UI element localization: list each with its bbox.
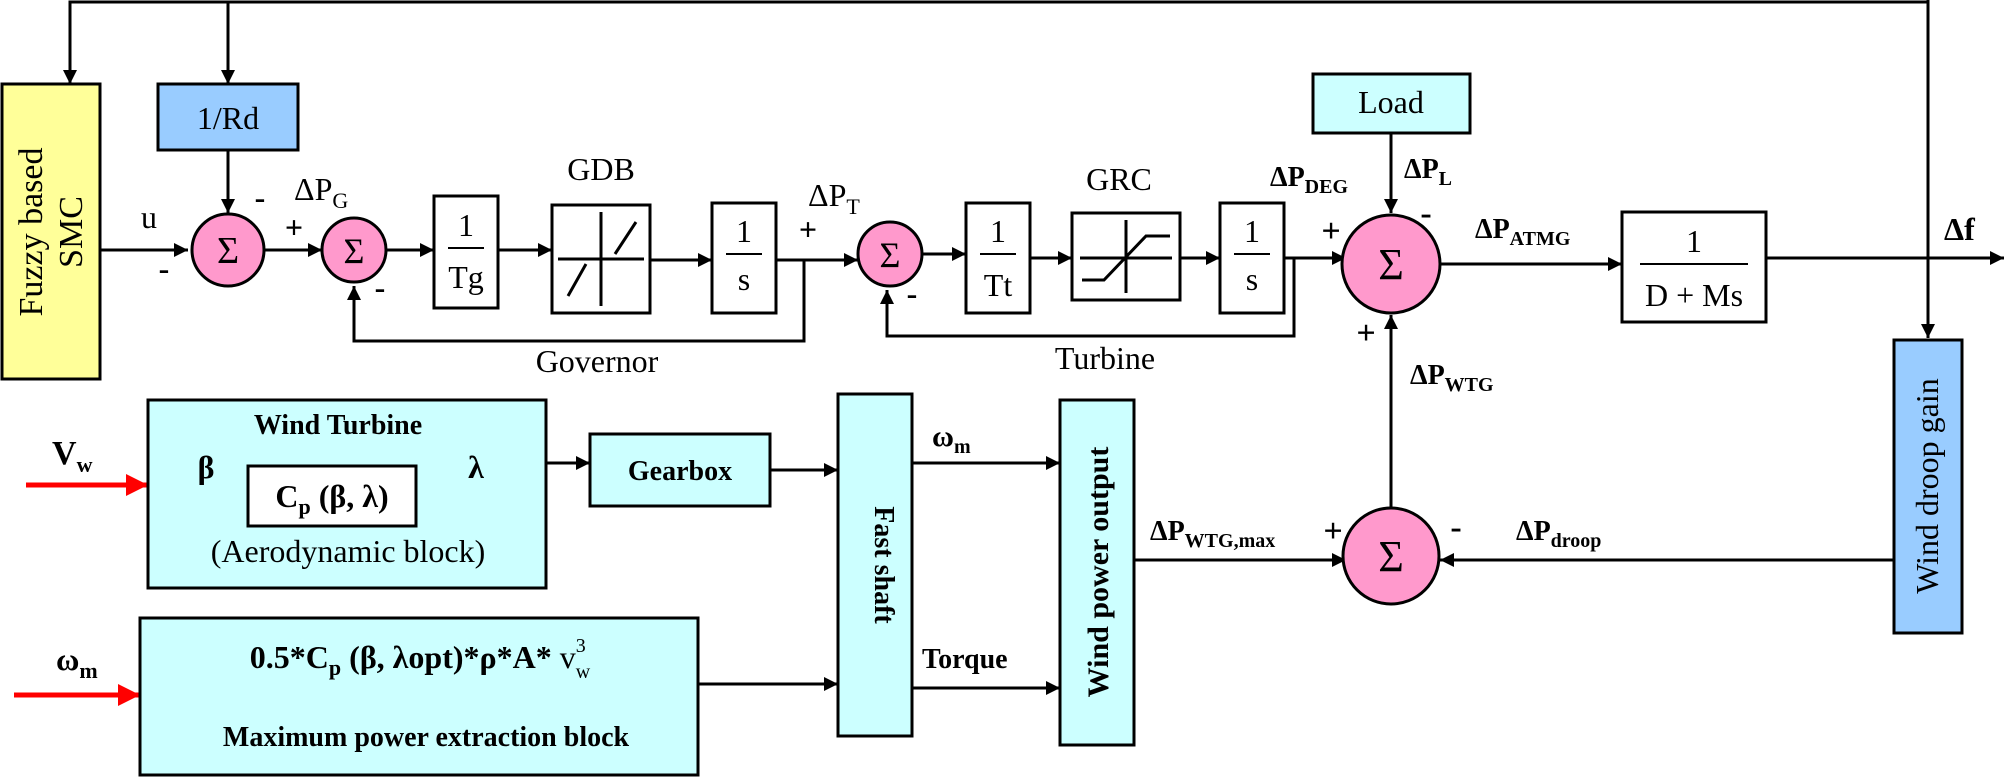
sum2-minus-bottom: - xyxy=(375,269,386,305)
lambda-label: λ xyxy=(468,449,484,485)
sum-junction-5 xyxy=(1341,506,1441,606)
mpe-title: Maximum power extraction block xyxy=(223,722,630,753)
gdb-line-left xyxy=(566,263,588,297)
sum-2-symbol: Σ xyxy=(344,231,365,271)
integrator-2-block xyxy=(1218,201,1286,315)
delta-f-label: Δf xyxy=(1944,211,1975,247)
load-label: Load xyxy=(1358,84,1424,120)
sum5-plus-left: + xyxy=(1323,513,1342,550)
u-label: u xyxy=(141,199,157,235)
vw-label: Vw xyxy=(52,435,93,477)
gov-numerator: 1 xyxy=(458,207,474,243)
delta-pdeg-label: ΔPDEG xyxy=(1270,162,1348,198)
sys-numerator: 1 xyxy=(1686,223,1702,259)
delta-pwtgmax-label: ΔPWTG,max xyxy=(1150,516,1275,552)
sum1-minus-left: - xyxy=(159,250,170,286)
signal-lines xyxy=(63,0,2004,695)
feedback-to-fuzzy xyxy=(63,0,1930,84)
fast-shaft-block xyxy=(836,392,914,738)
governor-tf-block xyxy=(432,194,500,310)
sum3-plus-left: + xyxy=(799,211,817,247)
mpe-block xyxy=(138,616,700,777)
sum4-plus-bottom: + xyxy=(1356,315,1375,352)
sum-junction-1 xyxy=(190,212,266,288)
turbine-tf-block xyxy=(964,201,1032,315)
gearbox-label: Gearbox xyxy=(628,456,732,487)
int2-numerator: 1 xyxy=(1244,213,1260,249)
fast-shaft-label: Fast shaft xyxy=(868,506,899,624)
rd-label: 1/Rd xyxy=(197,100,259,136)
sum5-minus-right: - xyxy=(1450,509,1461,546)
sum-junction-4 xyxy=(1340,213,1442,315)
cp-label: Cp (β, λ) xyxy=(275,478,388,519)
omega-input-label: ωm xyxy=(56,641,98,683)
governor-feedback xyxy=(347,260,806,343)
red-input-arrows xyxy=(14,474,148,706)
fuzzy-label-line2: SMC xyxy=(53,196,90,268)
wind-droop-gain-block xyxy=(1892,338,1964,635)
fuzzy-label-line1: Fuzzy based xyxy=(13,147,50,316)
text-layer: Σ Σ Σ Σ Σ Fuzzy based SMC 1/Rd Load 1 Tg… xyxy=(13,84,1975,753)
sum1-minus-top: - xyxy=(255,179,266,215)
summing-junctions xyxy=(190,212,1442,606)
gearbox-block xyxy=(588,432,772,508)
tur-denominator: Tt xyxy=(984,267,1013,303)
cp-block xyxy=(246,464,418,528)
delta-pg-label: ΔPG xyxy=(294,171,348,213)
int2-denominator: s xyxy=(1246,261,1258,297)
beta-label: β xyxy=(198,449,215,485)
grc-caption: GRC xyxy=(1086,161,1152,197)
integrator-1-block xyxy=(710,201,778,315)
sum-junction-2 xyxy=(320,216,388,284)
sum-3-symbol: Σ xyxy=(880,235,901,275)
sum4-minus-top: - xyxy=(1420,195,1431,232)
sum-1-symbol: Σ xyxy=(217,230,239,272)
sys-denominator: D + Ms xyxy=(1645,277,1743,313)
int1-numerator: 1 xyxy=(736,213,752,249)
turbine-feedback xyxy=(880,258,1296,338)
gdb-line-right xyxy=(613,221,638,255)
gov-denominator: Tg xyxy=(448,259,484,295)
sum2-plus-left: + xyxy=(285,209,303,245)
wind-power-output-label: Wind power output xyxy=(1082,447,1115,698)
grc-saturation xyxy=(1082,234,1170,282)
delta-pt-label: ΔPT xyxy=(808,177,860,219)
load-block xyxy=(1311,72,1472,135)
delta-patmg-label: ΔPATMG xyxy=(1475,214,1571,250)
tur-numerator: 1 xyxy=(990,213,1006,249)
sum-5-symbol: Σ xyxy=(1378,532,1404,581)
fuzzy-smc-block xyxy=(0,82,102,381)
wind-droop-label: Wind droop gain xyxy=(1909,378,1945,594)
gdb-caption: GDB xyxy=(567,151,635,187)
nonlinearity-graphics xyxy=(558,212,1172,306)
aero-label: (Aerodynamic block) xyxy=(211,533,486,569)
delta-pwtg-label: ΔPWTG xyxy=(1410,360,1494,396)
rd-block xyxy=(156,82,300,152)
governor-caption: Governor xyxy=(536,343,659,379)
sum-junction-3 xyxy=(856,220,924,288)
torque-label: Torque xyxy=(922,644,1008,675)
system-tf-block xyxy=(1620,210,1768,324)
delta-pdroop-label: ΔPdroop xyxy=(1516,516,1601,552)
wind-power-output-block xyxy=(1058,398,1136,747)
omega-m-label: ωm xyxy=(932,420,971,458)
delta-pl-label: ΔPL xyxy=(1404,154,1452,190)
turbine-caption: Turbine xyxy=(1055,340,1155,376)
sum4-plus-left: + xyxy=(1321,213,1340,250)
sum3-minus-bottom: - xyxy=(907,275,918,311)
sum-4-symbol: Σ xyxy=(1378,240,1404,289)
wind-turbine-title: Wind Turbine xyxy=(254,410,422,441)
int1-denominator: s xyxy=(738,261,750,297)
